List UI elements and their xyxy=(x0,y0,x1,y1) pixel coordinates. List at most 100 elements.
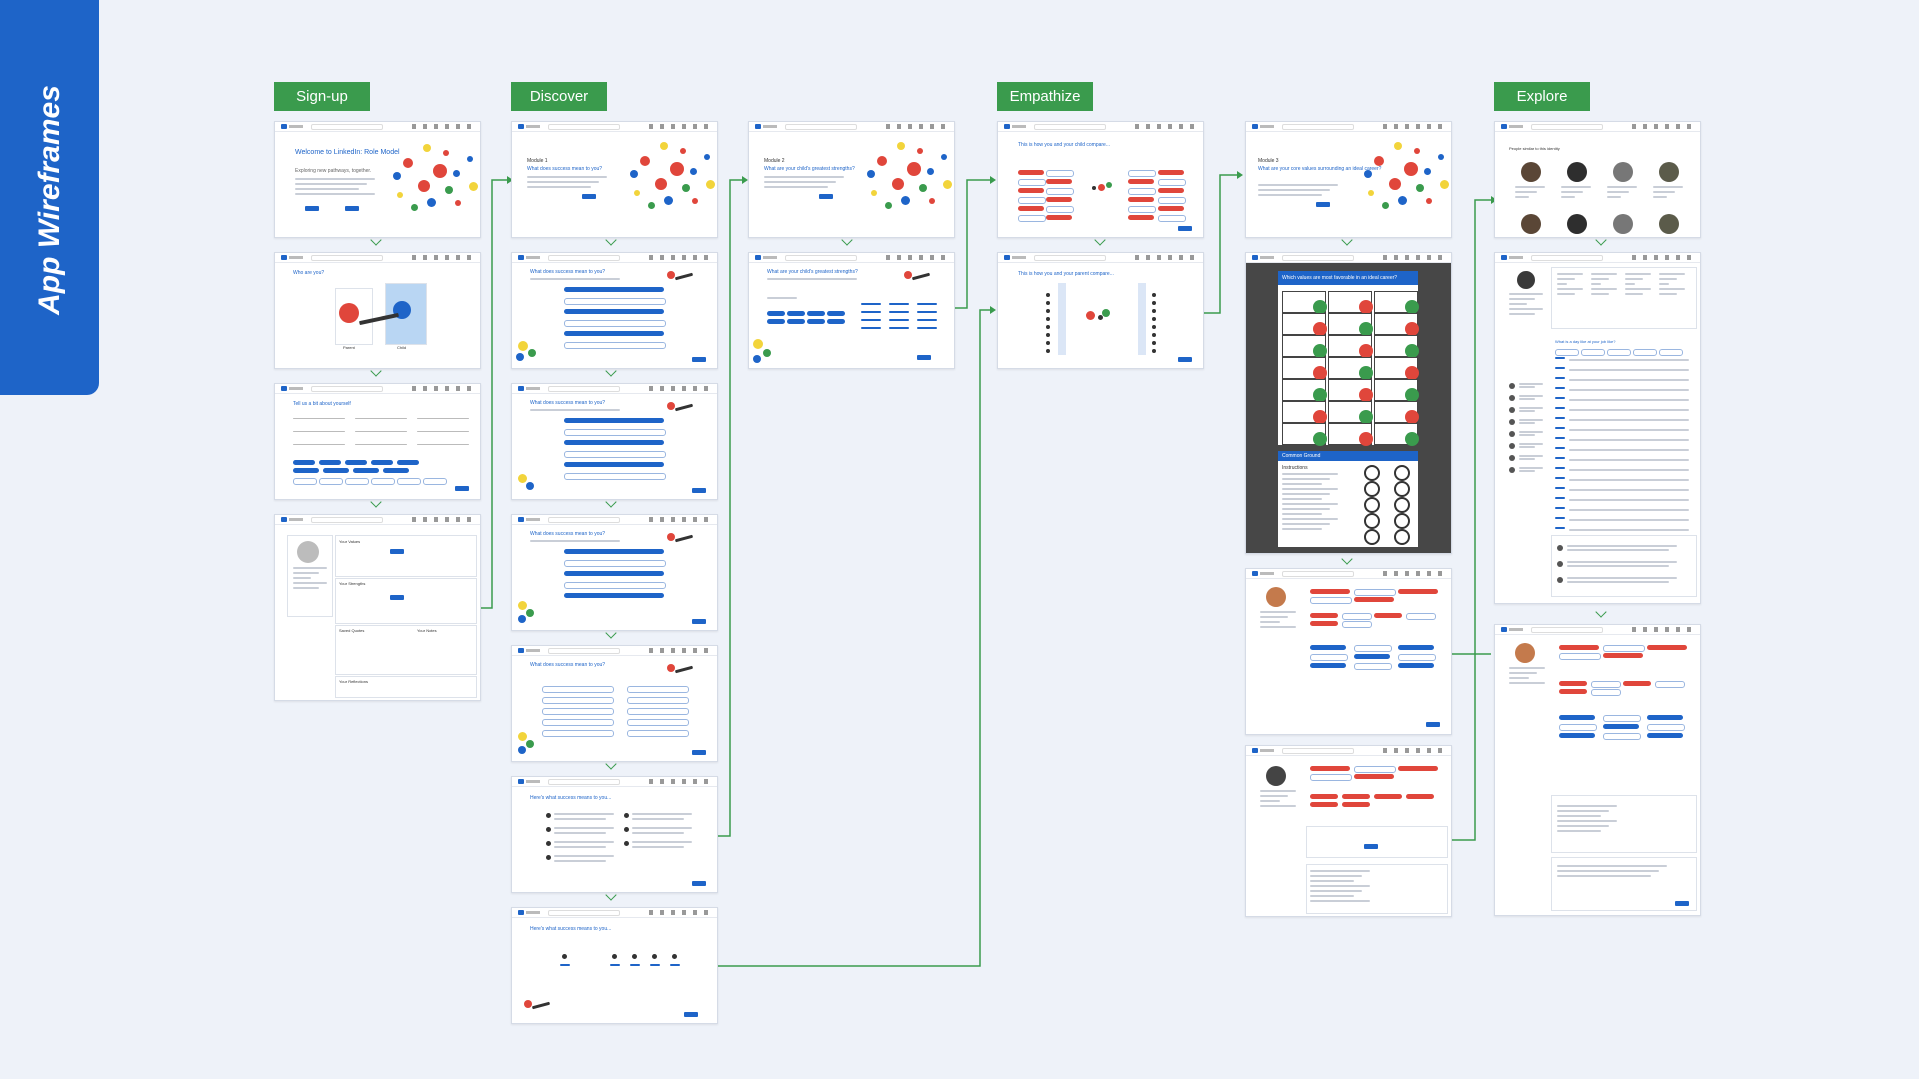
content-card xyxy=(335,578,477,624)
connector-profile-explore-2 xyxy=(1449,653,1491,841)
value-marker xyxy=(1313,366,1327,380)
text-line xyxy=(1519,470,1535,472)
search-field xyxy=(1282,255,1354,261)
decorative-bubble xyxy=(1424,168,1431,175)
decorative-bubble xyxy=(1398,196,1407,205)
decorative-bubble xyxy=(518,732,527,741)
text-line xyxy=(1569,429,1689,431)
text-line xyxy=(1569,479,1689,481)
text-line xyxy=(610,964,620,966)
text-line xyxy=(1519,434,1535,436)
option-pill xyxy=(1128,197,1154,202)
text-line xyxy=(1607,191,1629,193)
option-pill xyxy=(1398,663,1434,668)
decorative-bubble xyxy=(339,303,359,323)
decorative-bubble xyxy=(692,198,698,204)
text-line xyxy=(1282,523,1330,525)
text-line xyxy=(1569,509,1689,511)
search-field xyxy=(548,910,620,916)
option-pill xyxy=(564,309,664,314)
wireframe-heading: What does success mean to you? xyxy=(530,400,606,406)
nav-icons xyxy=(649,386,709,391)
text-line xyxy=(1509,667,1545,669)
option-pill xyxy=(397,460,419,465)
decorative-bubble xyxy=(467,156,473,162)
text-line xyxy=(1569,419,1689,421)
wireframe-heading: What does success mean to you? xyxy=(530,662,606,668)
text-line xyxy=(554,827,614,829)
search-field xyxy=(548,648,620,654)
option-pill xyxy=(319,478,343,485)
decorative-bubble xyxy=(941,154,947,160)
text-line xyxy=(1310,870,1370,872)
next-button xyxy=(390,595,404,600)
text-line xyxy=(530,409,620,411)
decorative-bubble xyxy=(1046,349,1050,353)
option-pill xyxy=(293,478,317,485)
decorative-bubble xyxy=(1092,186,1096,190)
nav-icons xyxy=(1383,255,1443,260)
block-icon xyxy=(1364,497,1380,513)
nav-icons xyxy=(412,386,472,391)
option-pill xyxy=(1046,206,1074,213)
decorative-bubble xyxy=(1106,182,1112,188)
text-line xyxy=(670,964,680,966)
wireframe-m2b: What are your child's greatest strengths… xyxy=(748,252,955,369)
decorative-bubble xyxy=(897,142,905,150)
search-field xyxy=(1531,627,1603,633)
text-line xyxy=(1557,815,1601,817)
wireframe-nav-bar xyxy=(275,122,480,132)
option-pill xyxy=(564,462,664,467)
text-line xyxy=(1555,457,1565,459)
text-line xyxy=(1519,419,1543,421)
option-pill xyxy=(1310,613,1338,618)
search-field xyxy=(1282,124,1354,130)
brand-mark xyxy=(763,125,777,128)
linkedin-logo-icon xyxy=(1501,255,1507,260)
option-pill xyxy=(1310,774,1352,781)
option-pill xyxy=(1603,645,1645,652)
text-line xyxy=(1557,870,1659,872)
decorative-bubble xyxy=(443,150,449,156)
option-pill xyxy=(1354,774,1394,779)
text-line xyxy=(889,319,909,321)
text-line xyxy=(1519,410,1535,412)
linkedin-logo-icon xyxy=(1252,571,1258,576)
search-field xyxy=(1531,255,1603,261)
text-line xyxy=(1258,194,1322,196)
text-line xyxy=(1519,407,1543,409)
option-pill xyxy=(1623,681,1651,686)
value-marker xyxy=(1405,366,1419,380)
decorative-bubble xyxy=(904,271,912,279)
figure-shape xyxy=(674,665,694,674)
nav-icons xyxy=(1632,124,1692,129)
wireframe-heading: Your Strengths xyxy=(339,581,366,586)
text-line xyxy=(1519,422,1535,424)
option-pill xyxy=(1018,188,1044,193)
option-pill xyxy=(564,320,666,327)
text-line xyxy=(1515,186,1545,188)
decorative-bubble xyxy=(1509,443,1515,449)
value-card xyxy=(1328,401,1373,424)
block-icon xyxy=(1394,481,1410,497)
text-line xyxy=(1555,467,1565,469)
option-pill xyxy=(1018,197,1046,204)
brand-mark xyxy=(1012,256,1026,259)
text-line xyxy=(1555,527,1565,529)
option-pill xyxy=(1310,663,1346,668)
value-card xyxy=(1282,291,1327,314)
decorative-bubble xyxy=(1046,293,1050,297)
side-tab: App Wireframes xyxy=(0,0,99,395)
nav-icons xyxy=(1632,255,1692,260)
option-pill xyxy=(564,571,664,576)
wireframe-heading: This is how you and your parent compare.… xyxy=(1018,271,1114,277)
text-line xyxy=(767,297,797,299)
decorative-bubble xyxy=(667,402,675,410)
decorative-bubble xyxy=(655,178,667,190)
decorative-bubble xyxy=(753,339,763,349)
text-line xyxy=(1561,196,1575,198)
decorative-bubble xyxy=(1364,170,1372,178)
wireframe-d5: What does success mean to you? xyxy=(511,645,718,762)
